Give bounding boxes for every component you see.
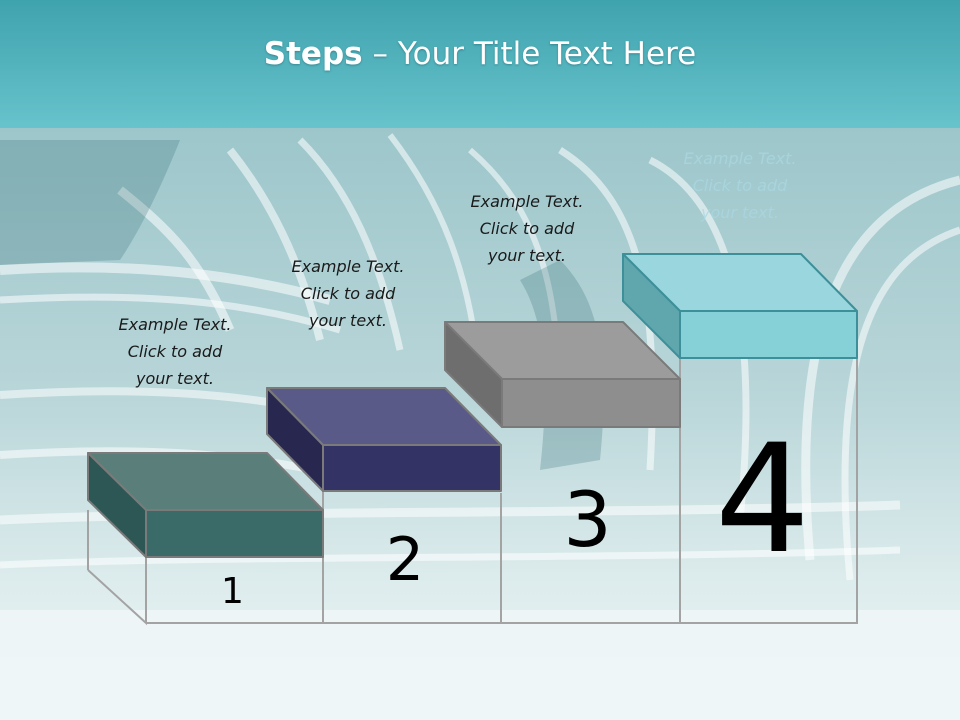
step-1-text[interactable]: Example Text. Click to add your text.	[95, 311, 255, 392]
step-2-number: 2	[385, 525, 425, 595]
step-2-text-line1: Example Text.	[291, 257, 405, 276]
step-3-text-line1: Example Text.	[470, 192, 584, 211]
step-4-text-line2: Click to add	[692, 176, 788, 195]
step-3-text-line3: your text.	[487, 246, 566, 265]
step-3-text[interactable]: Example Text. Click to add your text.	[447, 188, 607, 269]
title-bar: Steps – Your Title Text Here	[0, 0, 960, 128]
title-dash: –	[362, 36, 398, 72]
slide-title[interactable]: Steps – Your Title Text Here	[264, 36, 696, 72]
step-4-number: 4	[714, 413, 811, 587]
step-4-text-line3: your text.	[700, 203, 779, 222]
step-3-block[interactable]	[444, 321, 681, 428]
step-2-text[interactable]: Example Text. Click to add your text.	[268, 253, 428, 334]
step-3-number: 3	[563, 475, 612, 564]
step-2-text-line3: your text.	[308, 311, 387, 330]
step-1-block[interactable]	[87, 452, 324, 558]
step-4-text-line1: Example Text.	[683, 149, 797, 168]
step-1-text-line3: your text.	[135, 369, 214, 388]
step-4-text[interactable]: Example Text. Click to add your text.	[660, 145, 820, 226]
step-1-text-line2: Click to add	[127, 342, 223, 361]
step-1-number: 1	[221, 571, 244, 612]
step-4-block[interactable]	[622, 253, 858, 359]
title-rest: Your Title Text Here	[397, 36, 697, 72]
step-1-text-line1: Example Text.	[118, 315, 232, 334]
step-2-block[interactable]	[266, 387, 502, 492]
step-3-text-line2: Click to add	[479, 219, 575, 238]
title-bold: Steps	[263, 36, 363, 72]
step-2-text-line2: Click to add	[300, 284, 396, 303]
